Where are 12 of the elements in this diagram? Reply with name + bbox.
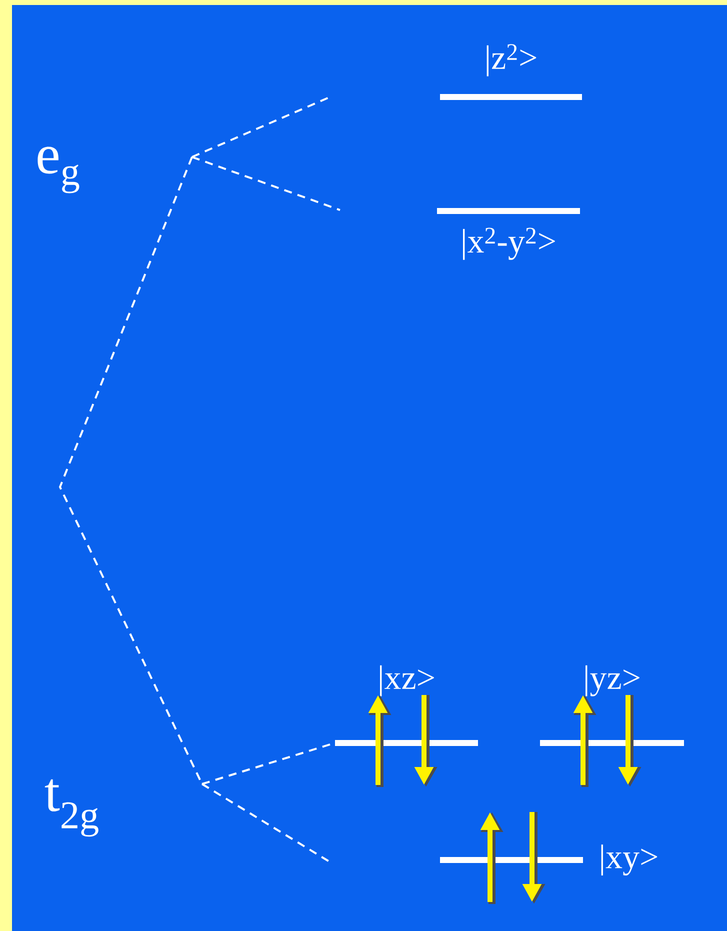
energy-level: |yz> bbox=[540, 665, 684, 746]
energy-level: |x$^{2}$-y$^{2}$> bbox=[437, 208, 580, 260]
node-label: |x$^{2}$-y$^{2}$> bbox=[463, 228, 555, 260]
node-label: |yz> bbox=[586, 665, 640, 696]
energy-level: |z$^{2}$> bbox=[440, 44, 582, 100]
symmetry-label: t$_{2g}$ bbox=[44, 779, 98, 837]
energy-level: |xz> bbox=[335, 665, 478, 746]
symmetry-label: e$_{g}$ bbox=[38, 146, 80, 194]
energy-level: |xy> bbox=[440, 844, 658, 876]
node-label: |xz> bbox=[380, 665, 434, 696]
node-label: |z$^{2}$> bbox=[486, 44, 536, 76]
node-label: |xy> bbox=[601, 844, 658, 876]
